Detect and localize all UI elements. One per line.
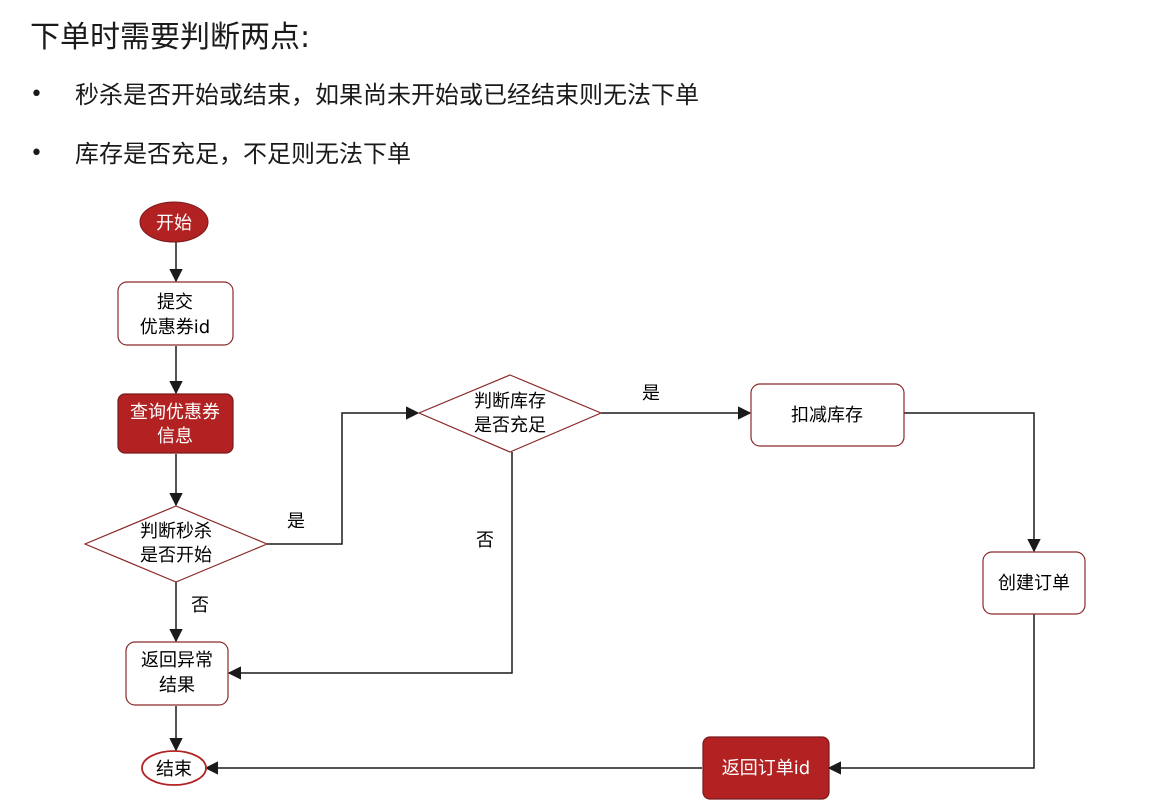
- return-order-node: 返回订单id: [702, 736, 830, 800]
- check-stock-line2: 是否充足: [474, 415, 546, 436]
- page-title: 下单时需要判断两点:: [30, 20, 311, 55]
- return-error-node: 返回异常 结果: [125, 641, 229, 706]
- query-label-line1: 查询优惠券: [130, 402, 220, 423]
- bullet-item-stock: • 库存是否充足，不足则无法下单: [30, 137, 699, 171]
- bullet-dot-icon: •: [30, 141, 43, 166]
- return-error-line1: 返回异常: [141, 650, 213, 671]
- submit-label-line1: 提交: [157, 292, 193, 313]
- edge-stock-error: [227, 452, 513, 680]
- create-order-label: 创建订单: [998, 573, 1070, 594]
- connectors: [169, 242, 1041, 775]
- submit-voucher-node: 提交 优惠券id: [117, 281, 234, 346]
- deduct-stock-label: 扣减库存: [791, 405, 863, 426]
- edge-create-return: [827, 614, 1035, 775]
- check-stock-decision: 判断库存 是否充足: [417, 374, 603, 453]
- edge-label-seckill-yes: 是: [287, 511, 305, 532]
- check-stock-line1: 判断库存: [474, 391, 546, 412]
- create-order-node: 创建订单: [982, 551, 1086, 615]
- edge-label-stock-yes: 是: [642, 383, 660, 404]
- bullet-text: 秒杀是否开始或结束，如果尚未开始或已经结束则无法下单: [75, 81, 699, 109]
- check-seckill-line2: 是否开始: [140, 545, 212, 566]
- end-label: 结束: [156, 759, 192, 780]
- submit-label-line2: 优惠券id: [140, 317, 210, 338]
- bullet-list: • 秒杀是否开始或结束，如果尚未开始或已经结束则无法下单 • 库存是否充足，不足…: [30, 78, 699, 196]
- query-voucher-node: 查询优惠券 信息: [117, 393, 234, 454]
- deduct-stock-node: 扣减库存: [750, 383, 905, 447]
- start-label: 开始: [156, 213, 192, 234]
- check-seckill-line1: 判断秒杀: [140, 521, 212, 542]
- return-order-label: 返回订单id: [722, 758, 810, 779]
- return-error-line2: 结果: [159, 675, 195, 696]
- start-node: 开始: [139, 201, 209, 243]
- check-seckill-decision: 判断秒杀 是否开始: [83, 505, 269, 583]
- end-node: 结束: [141, 750, 207, 786]
- edge-seckill-stock: [267, 406, 420, 545]
- edge-label-seckill-no: 否: [191, 595, 209, 616]
- bullet-dot-icon: •: [30, 82, 43, 107]
- edge-label-stock-no: 否: [476, 530, 494, 551]
- bullet-item-seckill-time: • 秒杀是否开始或结束，如果尚未开始或已经结束则无法下单: [30, 78, 699, 112]
- bullet-text: 库存是否充足，不足则无法下单: [75, 140, 411, 168]
- query-label-line2: 信息: [157, 426, 193, 447]
- edge-deduct-create: [904, 412, 1041, 553]
